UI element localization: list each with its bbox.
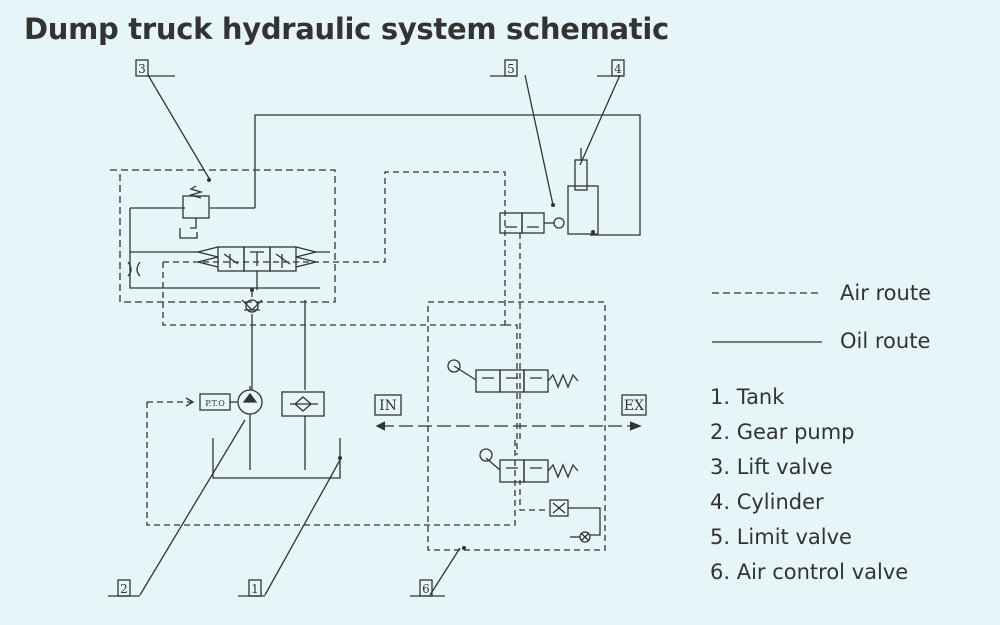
pto-label: P.T.O (205, 399, 225, 408)
callout-2: 2 (120, 582, 128, 596)
gear-pump (146, 386, 516, 526)
list-item: 5. Limit valve (710, 525, 852, 549)
arrow-head-icon (629, 421, 642, 431)
in-label: IN (379, 398, 397, 414)
legend-air-route: Air route (840, 281, 931, 305)
legend-oil-route: Oil route (840, 329, 931, 353)
callout-4: 4 (614, 62, 622, 76)
cylinder (567, 148, 599, 235)
list-item: 2. Gear pump (710, 420, 855, 444)
leader-6 (429, 547, 461, 596)
limit-valve (499, 212, 565, 234)
filter (281, 391, 325, 450)
arrow-tail-icon (375, 421, 386, 431)
check-valve (241, 290, 306, 390)
tank (212, 438, 341, 479)
ex-label: EX (624, 398, 644, 414)
callout-6: 6 (422, 582, 430, 596)
diagram-title: Dump truck hydraulic system schematic (24, 12, 669, 46)
callout-1: 1 (251, 582, 259, 596)
list-item: 3. Lift valve (710, 455, 833, 479)
parts-list: 1. Tank 2. Gear pump 3. Lift valve 4. Cy… (710, 380, 908, 590)
list-item: 6. Air control valve (710, 560, 909, 584)
leader-4 (579, 74, 621, 166)
list-item: 4. Cylinder (710, 490, 824, 514)
callout-3: 3 (138, 62, 146, 76)
leader-2 (139, 419, 246, 596)
leader-3 (147, 74, 211, 181)
list-item: 1. Tank (710, 385, 785, 409)
air-routes (162, 171, 606, 551)
lift-valve (110, 114, 641, 303)
callout-5: 5 (507, 62, 515, 76)
air-control-valve (447, 359, 601, 543)
leader-1 (264, 459, 341, 596)
leader-5 (524, 74, 554, 206)
